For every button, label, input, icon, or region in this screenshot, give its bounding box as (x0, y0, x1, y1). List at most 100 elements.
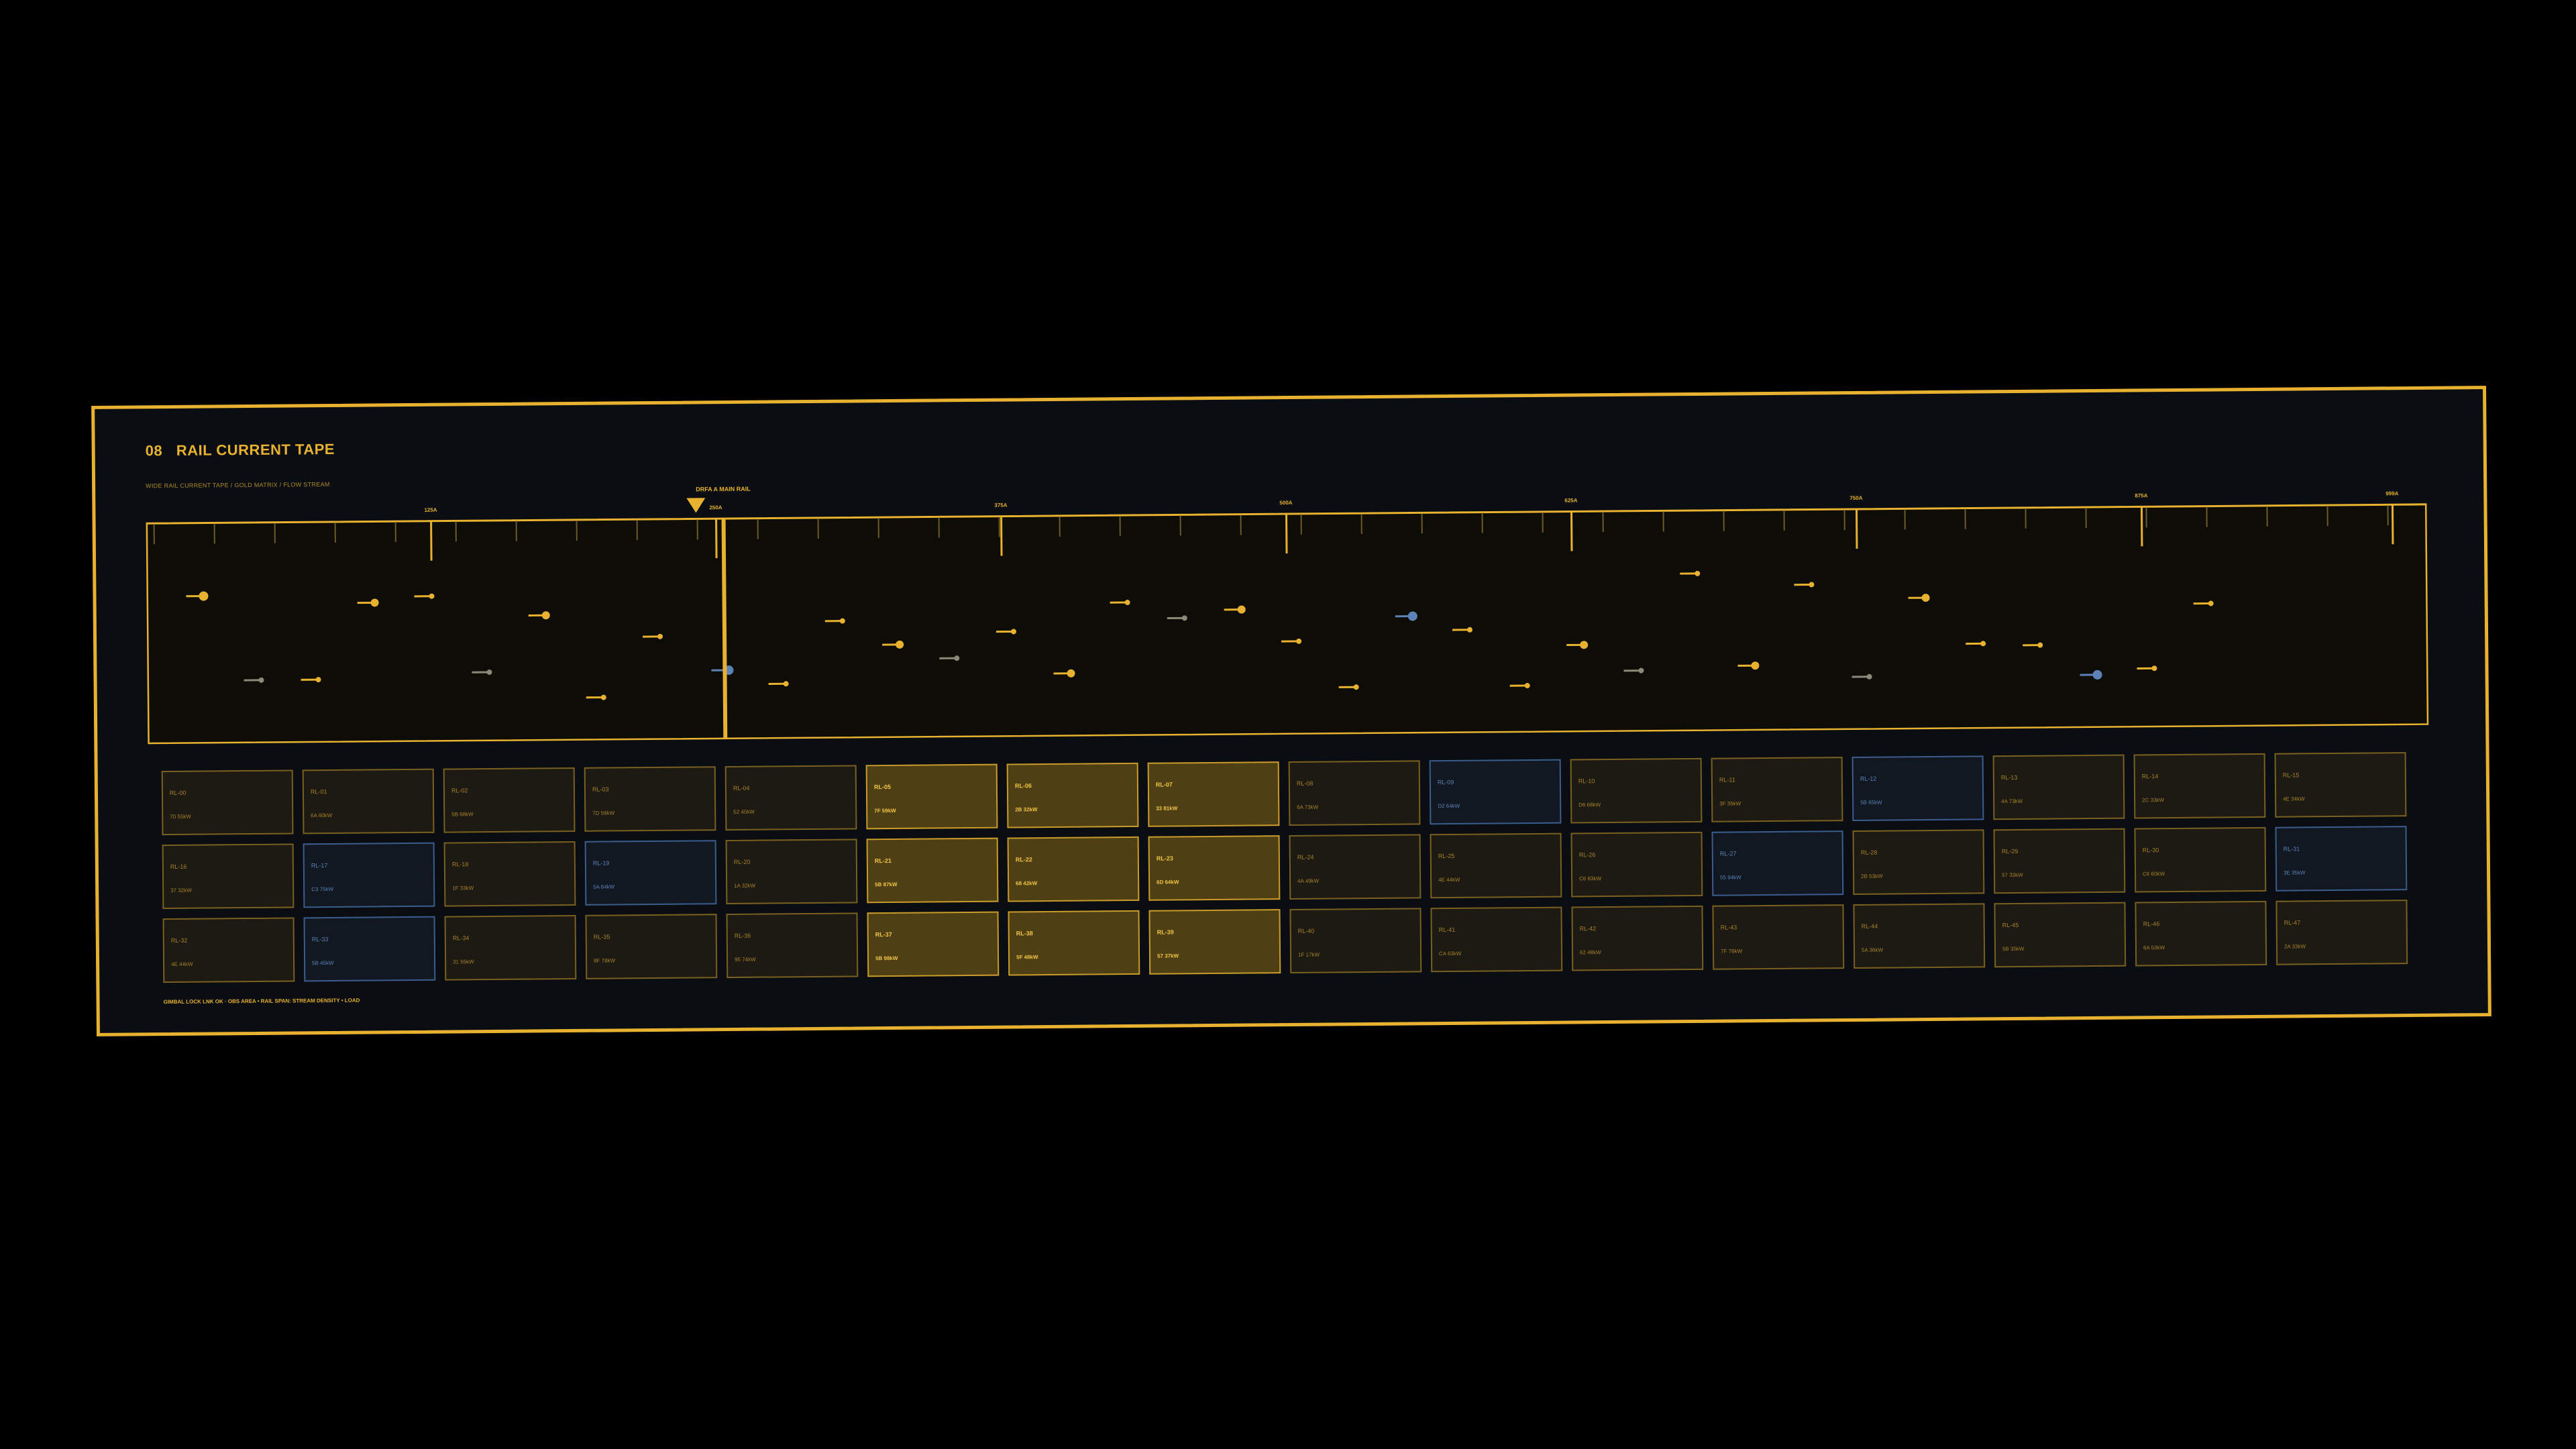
rail-cell-value: 57 33kW (2002, 871, 2023, 879)
rail-cell[interactable]: RL-30 C6 60kW (2134, 826, 2267, 893)
rail-cell-value: 5B 45kW (312, 959, 334, 967)
rail-cell-value: C6 60kW (2143, 871, 2165, 877)
stream-point (2151, 665, 2157, 672)
stream-point (783, 681, 789, 687)
rail-cell[interactable]: RL-42 62 48kW (1571, 905, 1704, 971)
rail-cell-value: C3 75kW (311, 885, 334, 893)
rail-cell-value: 5B 68kW (451, 811, 474, 818)
rail-cell-value: 3E 35kW (2284, 869, 2306, 876)
stream-point (1124, 600, 1130, 606)
rail-cell-id: RL-12 (1860, 775, 1877, 782)
rail-cell-id: RL-34 (452, 934, 470, 942)
rail-cell-id: RL-42 (1579, 925, 1597, 932)
stream-point (486, 669, 492, 676)
stream-point (541, 611, 550, 620)
rail-cell-value: 68 42kW (1016, 880, 1038, 887)
rail-cell-id: RL-39 (1157, 928, 1174, 936)
rail-cell-id: RL-25 (1438, 852, 1455, 860)
rail-cell-id: RL-46 (2143, 920, 2160, 928)
stream-point (2037, 642, 2043, 648)
rail-cell-id: RL-24 (1297, 853, 1314, 861)
rail-cell-id: RL-30 (2142, 847, 2159, 854)
stream-point (1866, 674, 1872, 680)
rail-cell-id: RL-41 (1438, 926, 1456, 934)
rail-cell-value: C6 83kW (1579, 875, 1602, 882)
rail-cell-id: RL-15 (2282, 771, 2300, 779)
stream-point (1010, 629, 1016, 635)
rail-cell-value: 62 48kW (1579, 949, 1601, 956)
panel-code: 08 (145, 442, 163, 460)
rail-cell-value: 8F 78kW (594, 957, 616, 964)
rail-cell-id: RL-18 (451, 861, 469, 868)
rail-cell-value: 4E 44kW (1438, 876, 1460, 883)
rail-stream-chart (146, 503, 2429, 745)
rail-cell-value: 70 55kW (170, 813, 191, 820)
rail-cell-value: 5B 87kW (875, 881, 898, 888)
rail-cell-value: 3F 35kW (1719, 800, 1741, 807)
rail-cell-id: RL-47 (2284, 919, 2301, 926)
rail-cell-id: RL-28 (1860, 849, 1878, 856)
rail-cell[interactable]: RL-10 D6 68kW (1570, 757, 1703, 824)
rail-cell-value: 6D 64kW (1157, 879, 1179, 885)
stream-point (199, 591, 209, 601)
rail-cell-value: 2C 33kW (2142, 797, 2165, 804)
stream-point (1695, 570, 1701, 576)
rail-cell-value: 1A 32kW (734, 882, 756, 889)
rail-cell[interactable]: RL-25 4E 44kW (1430, 833, 1562, 899)
rail-cell-value: D6 68kW (1578, 802, 1601, 808)
stream-point (1067, 669, 1075, 678)
rail-cell-value: 1F 17kW (1298, 951, 1320, 958)
main-rail-marker-line (721, 519, 728, 741)
rail-cell-id: RL-10 (1578, 777, 1595, 785)
rail-cell[interactable]: RL-28 2B 53kW (1852, 829, 1985, 895)
rail-cell-id: RL-16 (170, 863, 187, 871)
rail-cell-value: 7D 59kW (592, 810, 615, 816)
rail-cell-id: RL-44 (1861, 922, 1878, 930)
rail-cell-value: 2B 53kW (1861, 873, 1883, 879)
